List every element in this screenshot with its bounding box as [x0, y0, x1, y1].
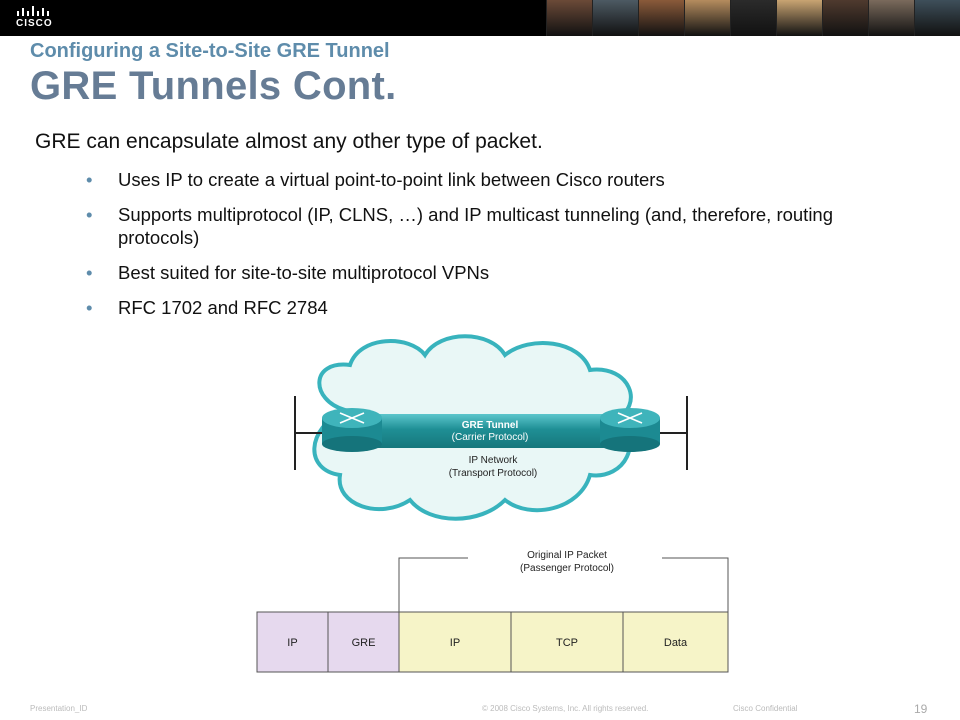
header-photo	[592, 0, 638, 36]
left-router	[322, 408, 382, 452]
bullet-text: Supports multiprotocol (IP, CLNS, …) and…	[118, 204, 834, 248]
packet-field-box	[398, 611, 512, 673]
tunnel-sublabel: (Carrier Protocol)	[452, 432, 529, 443]
header-photo	[776, 0, 822, 36]
packet-label: Original IP Packet	[527, 550, 607, 561]
bullet-text: RFC 1702 and RFC 2784	[118, 297, 328, 318]
header-photo	[638, 0, 684, 36]
bullet-text: Uses IP to create a virtual point-to-poi…	[118, 169, 665, 190]
bullet-text: Best suited for site-to-site multiprotoc…	[118, 262, 490, 283]
header-photo	[914, 0, 960, 36]
slide-title: GRE Tunnels Cont.	[30, 64, 397, 108]
bullet-marker: •	[86, 204, 93, 225]
gre-tunnel-tube	[360, 414, 620, 448]
packet-field-box	[327, 611, 400, 673]
network-label: IP Network	[469, 455, 519, 466]
page-number: 19	[914, 702, 928, 716]
bullet-list: • Uses IP to create a virtual point-to-po…	[86, 168, 886, 331]
footer-copyright: © 2008 Cisco Systems, Inc. All rights re…	[482, 704, 649, 713]
header-bar: CISCO	[0, 0, 960, 36]
bullet-item: • RFC 1702 and RFC 2784	[86, 296, 886, 319]
packet-sublabel: (Passenger Protocol)	[520, 563, 614, 574]
footer-confidential: Cisco Confidential	[733, 704, 798, 713]
packet-field-box	[622, 611, 729, 673]
network-sublabel: (Transport Protocol)	[449, 468, 538, 479]
lead-text: GRE can encapsulate almost any other typ…	[35, 130, 543, 153]
passenger-bracket	[398, 557, 729, 612]
packet-field-label: GRE	[352, 637, 376, 649]
bullet-item: • Uses IP to create a virtual point-to-po…	[86, 168, 886, 191]
slide-subtitle: Configuring a Site-to-Site GRE Tunnel	[30, 40, 390, 62]
packet-fields: IP GRE IP TCP Data	[256, 611, 729, 673]
router-arrows-icon	[339, 412, 365, 424]
footer-presentation-id: Presentation_ID	[30, 704, 88, 713]
packet-field-label: Data	[664, 637, 688, 649]
packet-field-label: IP	[450, 637, 460, 649]
bullet-marker: •	[86, 169, 93, 190]
packet-field-label: IP	[287, 637, 297, 649]
bullet-item: • Supports multiprotocol (IP, CLNS, …) an…	[86, 203, 886, 249]
packet-field-label: TCP	[556, 637, 578, 649]
right-router	[600, 408, 660, 452]
cisco-wordmark: CISCO	[16, 18, 53, 29]
bullet-marker: •	[86, 297, 93, 318]
packet-field-box	[256, 611, 329, 673]
bullet-marker: •	[86, 262, 93, 283]
header-photo	[546, 0, 592, 36]
header-photo	[730, 0, 776, 36]
cisco-bars-icon	[17, 6, 49, 16]
cisco-logo: CISCO	[14, 4, 64, 32]
gre-diagram: GRE Tunnel (Carrier Protocol) IP Network…	[256, 334, 729, 673]
bullet-item: • Best suited for site-to-site multiproto…	[86, 261, 886, 284]
tunnel-label: GRE Tunnel	[462, 420, 519, 431]
packet-field-box	[510, 611, 624, 673]
header-photo	[868, 0, 914, 36]
header-photo	[684, 0, 730, 36]
header-photo-strip	[546, 0, 960, 36]
router-arrows-icon	[617, 412, 643, 424]
header-photo	[822, 0, 868, 36]
